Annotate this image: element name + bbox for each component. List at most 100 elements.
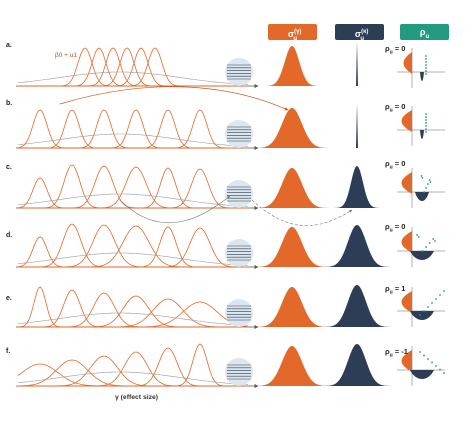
rho-marginal-gamma-a [403,52,412,74]
rho-point-a-5 [425,67,427,69]
rho-point-c-1 [420,175,423,177]
rho-point-f-4 [431,361,433,364]
pooled-curve-f [17,371,249,385]
rho-marginal-kappa-c [415,192,429,201]
circle-icon-b [225,120,253,148]
circle-icon-f [225,358,253,386]
rho-point-d-3 [428,242,431,244]
study-curve-b-4 [18,109,248,149]
pooled-curve-b [17,133,249,147]
study-curve-b-2 [18,109,248,149]
rho-marginal-kappa-e [410,311,434,320]
rho-point-f-7 [443,372,445,374]
rho-point-a-2 [425,58,427,60]
rho-label-e: ρu = 1 [385,284,406,296]
rho-point-c-3 [426,183,429,185]
rho-point-e-4 [431,302,433,304]
rho-point-e-6 [439,294,441,296]
row-label-e: e. [6,295,12,302]
rho-marginal-kappa-a [420,72,424,81]
rho-point-f-2 [423,354,425,357]
sigma-gamma-density-b [252,108,332,148]
rho-point-b-4 [425,122,427,124]
sigma-gamma-density-c [252,168,332,208]
rho-point-d-5 [421,250,424,252]
study-curve-f-6 [18,343,248,387]
rho-marginal-gamma-d [401,231,412,253]
header-rho: ρu [400,24,449,40]
sigma-gamma-density-e [252,287,332,327]
annotation-beta-u: β0 + u1 [55,52,77,59]
study-curve-c-6 [18,168,248,209]
rho-marginal-kappa-b [420,130,424,139]
rho-marginal-gamma-f [401,350,412,372]
sigma-kappa-density-c [333,166,381,208]
sigma-gamma-density-f [252,346,332,386]
rho-point-e-1 [419,314,421,316]
rho-point-c-6 [421,177,424,179]
rho-point-b-3 [425,119,427,121]
rho-point-b-6 [425,128,427,130]
rho-point-a-6 [425,70,427,72]
rho-point-e-5 [435,298,437,300]
study-curve-b-3 [18,109,248,149]
arrow-b-to-density [59,86,289,111]
sigma-kappa-spike-b [356,103,358,148]
rho-label-c: ρu = 0 [385,159,406,171]
header-sigma-kappa: σ(κ)u [335,24,384,42]
study-curve-b-5 [18,109,248,149]
rho-point-a-4 [425,64,427,66]
pooled-curve-d [17,252,249,266]
rho-point-c-2 [428,179,431,181]
circle-icon-e [225,299,253,327]
row-label-a: a. [6,42,12,49]
sigma-kappa-density-d [321,225,393,267]
circle-icon-a [225,58,253,86]
rho-marginal-gamma-c [401,172,412,194]
rho-point-b-1 [425,113,427,115]
rho-marginal-gamma-e [401,291,412,313]
header-sigma-gamma: σ(γ)u [268,24,317,42]
rho-marginal-gamma-b [401,110,412,132]
rho-point-a-7 [425,73,427,75]
rho-point-d-1 [416,234,418,236]
sigma-gamma-density-d [252,227,332,267]
rho-point-f-6 [439,368,441,371]
rho-point-e-7 [443,290,445,292]
rho-point-e-2 [423,310,425,312]
rho-point-d-2 [432,238,435,240]
sigma-kappa-spike-a [356,41,358,86]
circle-icon-c [225,180,253,208]
sigma-gamma-density-a [262,46,321,86]
study-curve-d-6 [18,227,248,268]
row-label-d: d. [6,232,13,239]
study-curve-f-3 [18,355,248,387]
rho-point-c-5 [423,191,426,193]
rho-point-c-7 [429,181,432,183]
study-curve-b-6 [18,109,248,149]
pooled-curve-a [17,71,249,85]
row-label-c: c. [6,164,12,171]
study-curve-e-6 [18,301,248,328]
rho-point-a-1 [425,55,427,57]
arrow-c-to-icon [119,195,231,224]
rho-point-b-2 [425,116,427,118]
study-curve-b-1 [17,109,248,149]
row-label-f: f. [6,348,11,355]
x-axis-label: γ (effect size) [115,394,159,401]
sigma-kappa-density-f [321,344,393,386]
rho-point-f-3 [427,358,429,360]
sigma-kappa-density-e [321,285,393,327]
study-curve-a-5 [18,47,248,87]
pooled-curve-c [17,193,249,207]
rho-label-b: ρu = 0 [385,102,406,114]
study-curve-a-6 [18,47,248,87]
rho-point-a-3 [425,61,427,63]
rho-point-c-4 [425,187,427,189]
rho-label-a: ρu = 0 [385,44,406,56]
rho-label-d: ρu = 0 [385,222,406,234]
rho-point-d-4 [425,246,427,248]
rho-point-e-3 [427,306,429,308]
rho-point-f-5 [435,365,437,367]
